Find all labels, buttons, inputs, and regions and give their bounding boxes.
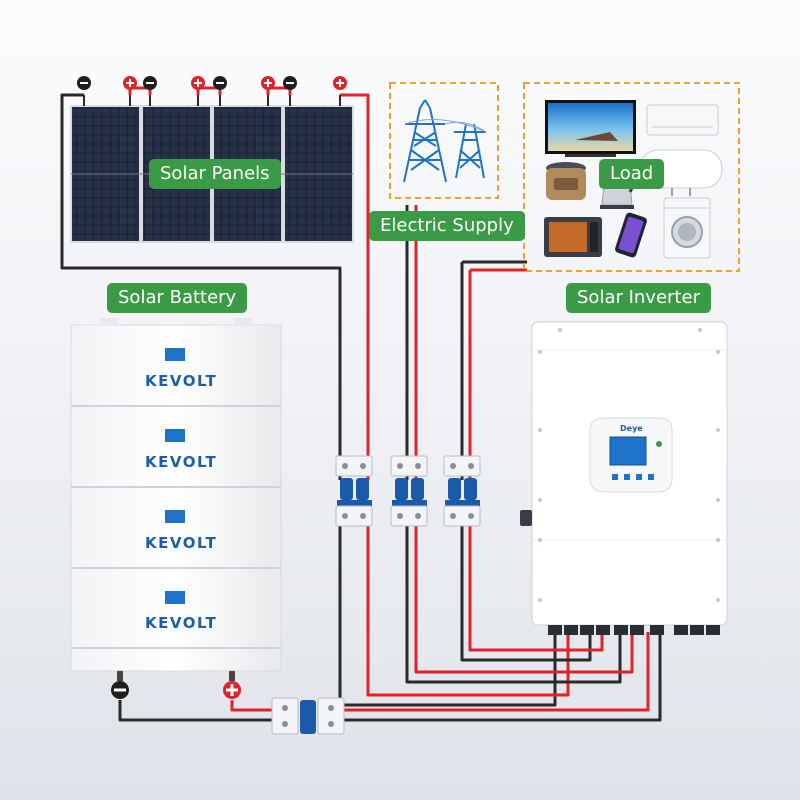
battery-display (165, 510, 185, 523)
battery-display (165, 348, 185, 361)
load-frame (523, 82, 740, 272)
grid-positive-wire (414, 205, 634, 674)
battery-brand-logo: KEVOLT (145, 534, 218, 552)
oven-icon (544, 217, 602, 257)
pv-positive-wire (340, 93, 570, 697)
inverter-buttons (612, 474, 654, 480)
rice-cooker-icon (546, 162, 586, 200)
load-positive-wire (468, 268, 604, 652)
battery-negative-wire (118, 632, 662, 722)
battery-display (165, 429, 185, 442)
air-conditioner-icon (646, 104, 719, 136)
battery-brand-logo: KEVOLT (145, 453, 218, 471)
panel-positive-terminal-icon (333, 76, 347, 90)
solar-panels-label: Solar Panels (149, 159, 281, 189)
panel-positive-terminal-icon (123, 76, 137, 90)
transmission-tower-small-icon (454, 123, 486, 179)
panel-negative-terminal-icon (77, 76, 91, 90)
pv-negative-wire (60, 93, 557, 707)
electric-supply-frame (389, 82, 499, 199)
load-label: Load (599, 159, 665, 189)
battery-negative-terminal-icon (111, 671, 129, 699)
grid-breaker (390, 455, 428, 527)
panel-string-wire (266, 86, 292, 95)
inverter-screws (538, 328, 720, 602)
panel-positive-terminal-icon (191, 76, 205, 90)
pv-breaker (335, 455, 373, 527)
load-negative-wire (460, 260, 592, 662)
panel-negative-terminal-icon (283, 76, 297, 90)
battery-brand-logo: KEVOLT (145, 372, 218, 390)
wiring (60, 86, 662, 722)
battery-positive-wire (230, 632, 650, 712)
washing-machine-icon (663, 197, 711, 259)
battery-brand-logo: KEVOLT (145, 614, 218, 632)
battery-display (165, 591, 185, 604)
transmission-tower-icon (403, 99, 447, 183)
inverter-brand-logo: Deye (620, 424, 643, 433)
panel-string-wire (128, 86, 152, 95)
solar-inverter (520, 321, 728, 635)
solar-battery (70, 318, 282, 672)
panel-negative-terminal-icon (213, 76, 227, 90)
electric-supply-label: Electric Supply (369, 211, 525, 241)
solar-battery-label: Solar Battery (107, 283, 248, 313)
inverter-screen (609, 436, 647, 466)
inverter-connectors (548, 625, 720, 635)
solar-inverter-label: Solar Inverter (566, 283, 711, 313)
battery-breaker (271, 697, 345, 735)
load-breaker (443, 455, 481, 527)
smartphone-icon (615, 212, 647, 258)
panel-string-wire (196, 86, 222, 95)
panel-positive-terminal-icon (261, 76, 275, 90)
battery-positive-terminal-icon (223, 671, 241, 699)
power-line-icon (404, 119, 487, 133)
tv-icon (545, 100, 636, 157)
panel-negative-terminal-icon (143, 76, 157, 90)
grid-negative-wire (405, 205, 622, 684)
